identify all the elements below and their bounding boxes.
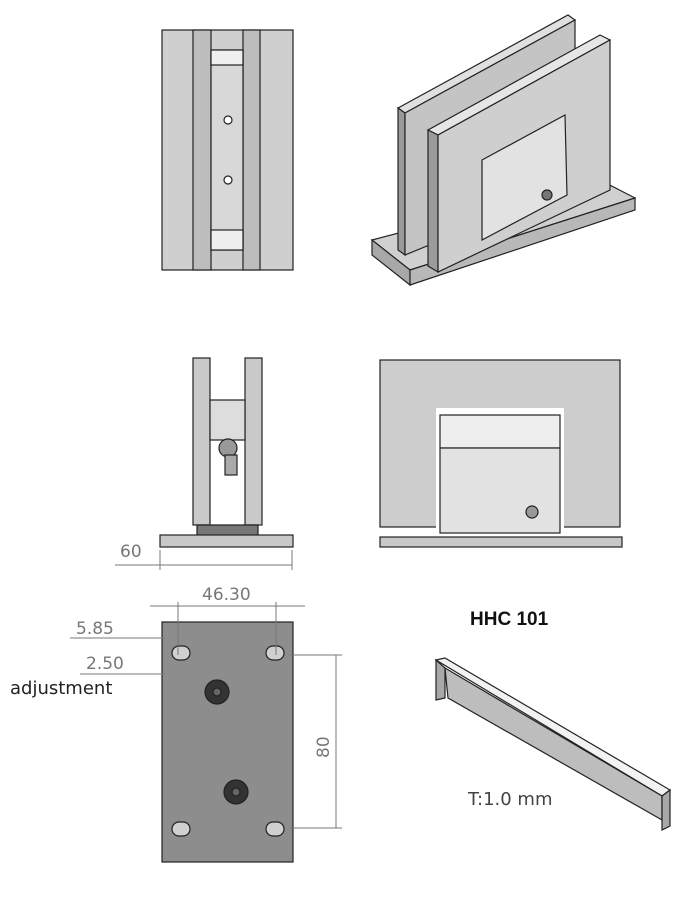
hhc-101-strip	[434, 657, 672, 831]
dimension-base-width: 60	[120, 542, 142, 562]
front-view	[161, 29, 294, 271]
rear-view	[379, 359, 623, 548]
dimension-lines	[70, 550, 342, 829]
dimension-hole-spacing: 46.30	[202, 585, 251, 605]
side-view	[159, 357, 294, 548]
dimension-edge-offset: 5.85	[76, 619, 114, 639]
isometric-view	[370, 14, 637, 287]
dimension-hole-pitch: 80	[314, 736, 334, 758]
dimension-adjustment-offset: 2.50	[86, 654, 124, 674]
adjustment-label: adjustment	[10, 678, 113, 699]
product-title: HHC 101	[470, 609, 549, 630]
bottom-view	[161, 621, 294, 863]
thickness-note: T:1.0 mm	[468, 789, 553, 810]
